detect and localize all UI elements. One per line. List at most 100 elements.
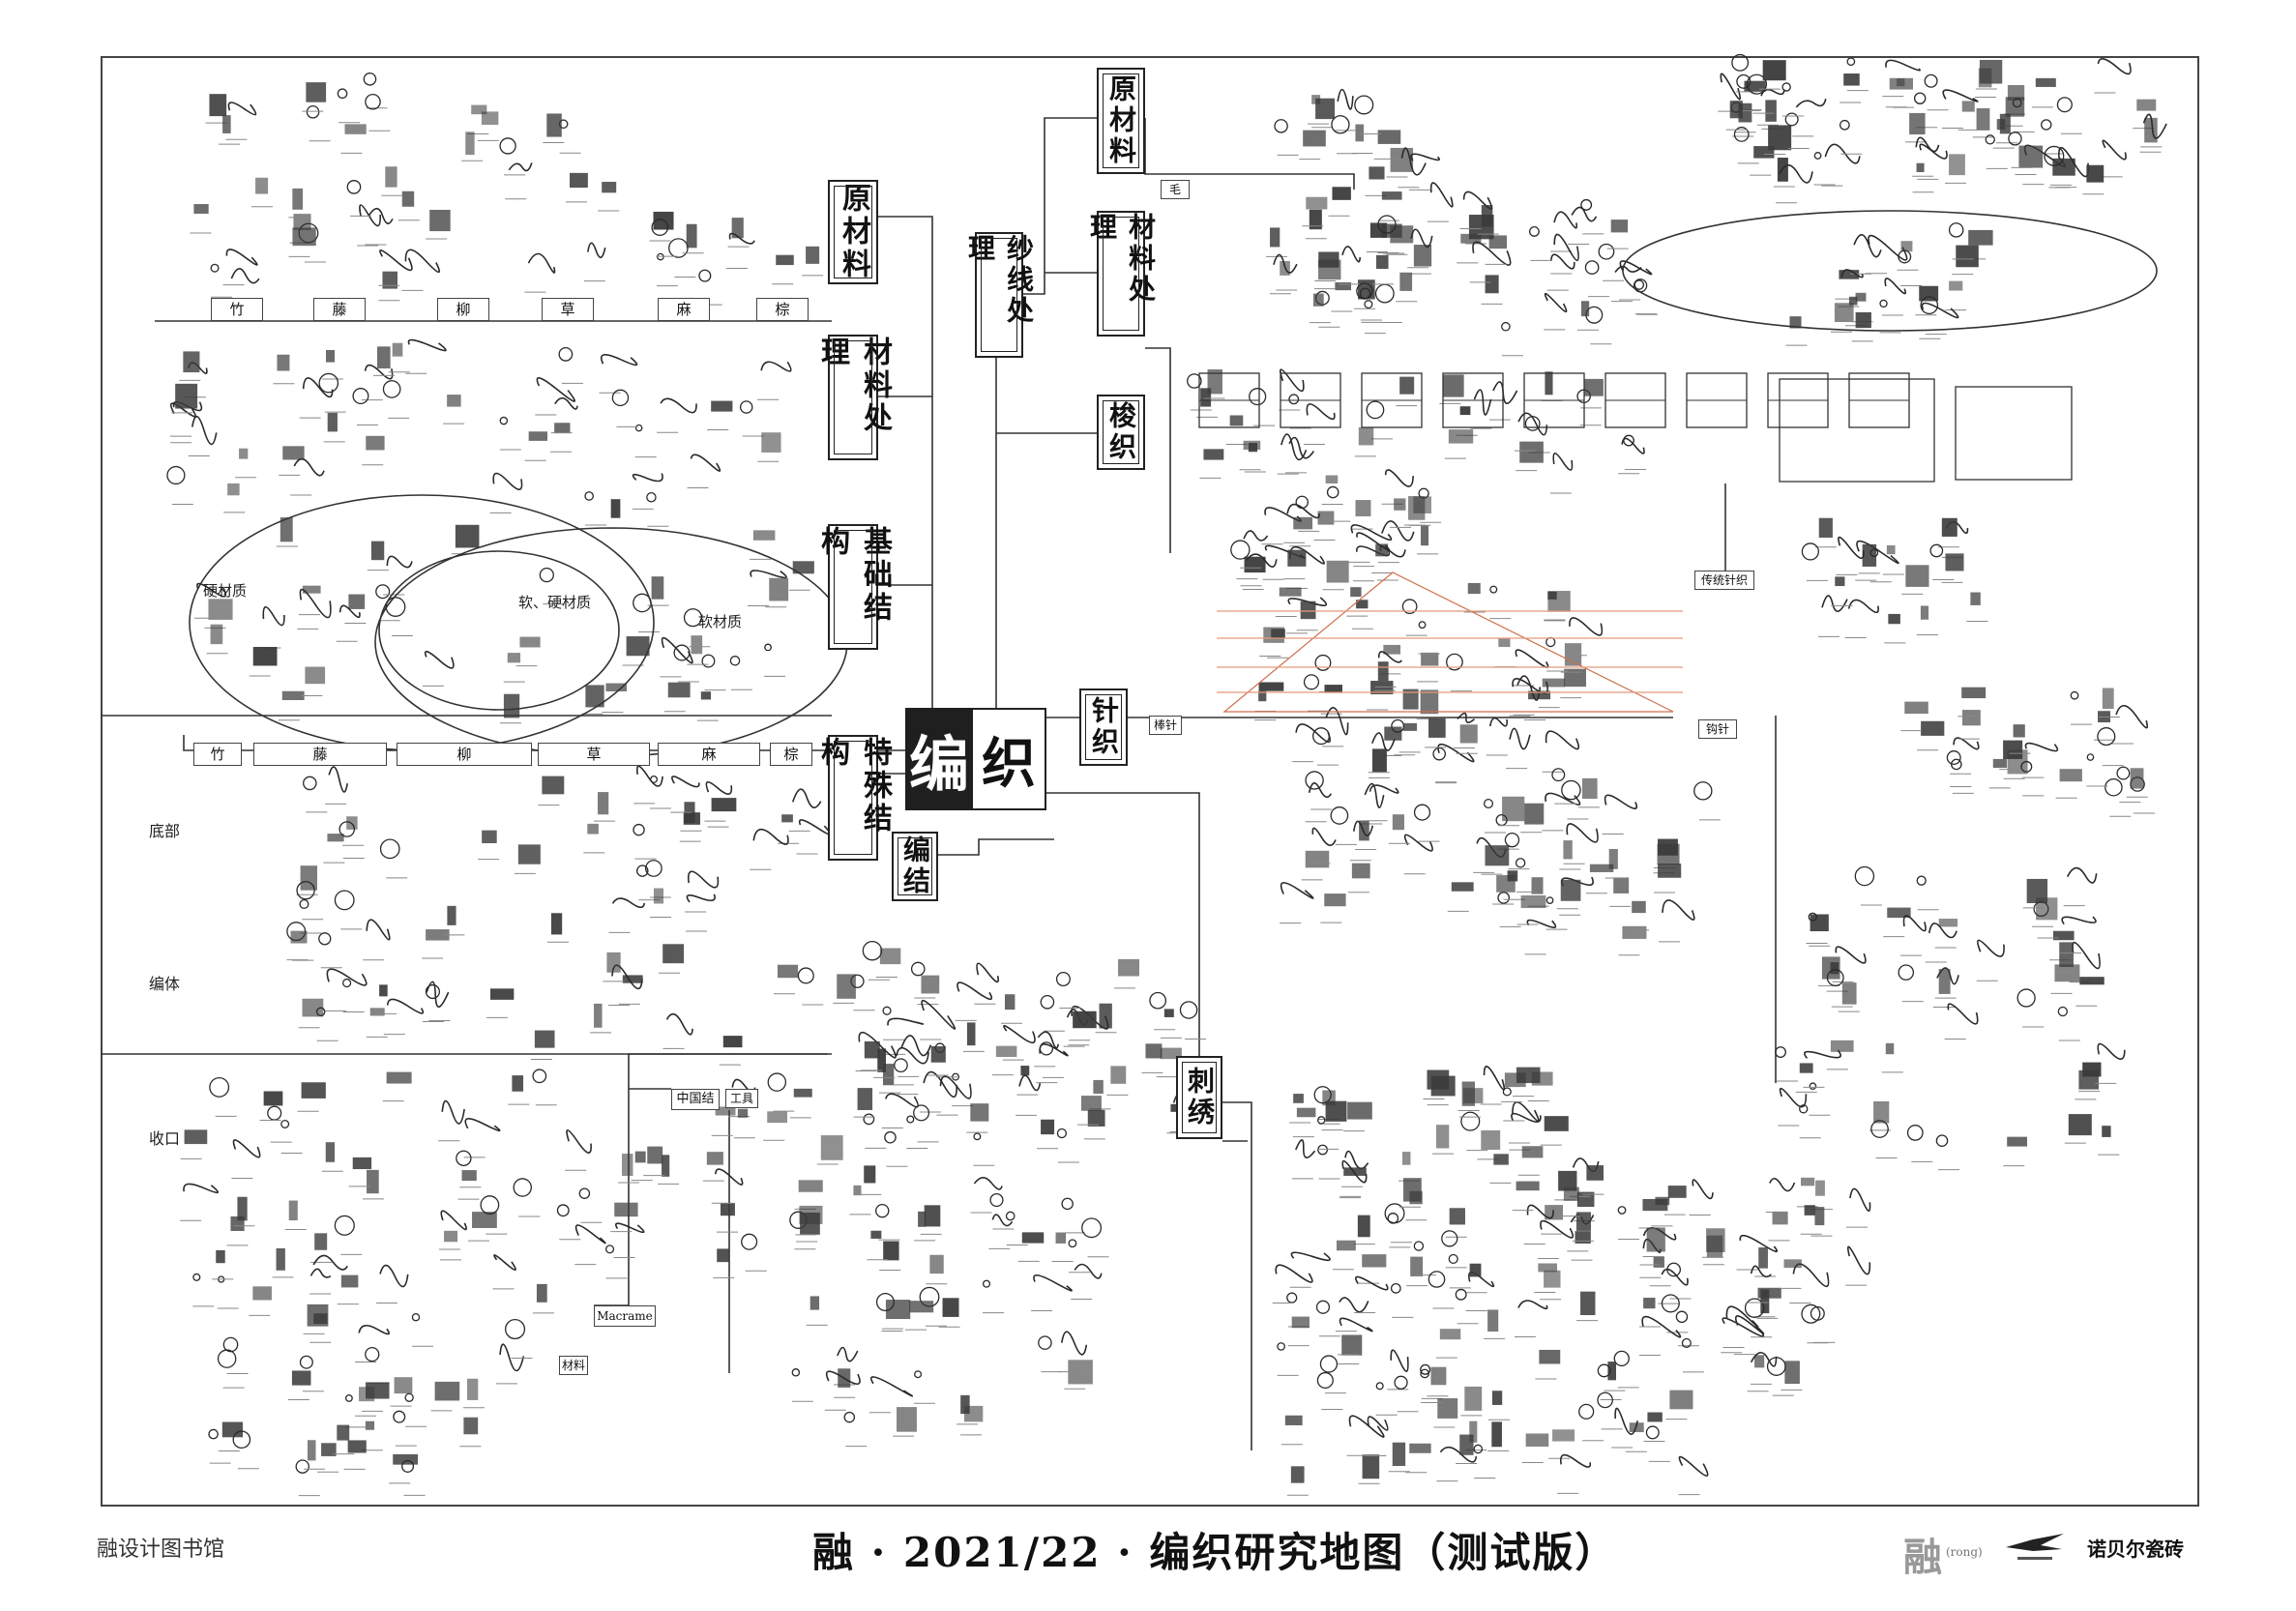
- sketch-thumb-1498: [2026, 878, 2048, 903]
- sketch-thumb-1594: [1481, 1129, 1501, 1150]
- node-embroidery[interactable]: 刺绣: [1176, 1056, 1222, 1139]
- category-palm-top: 棕: [756, 298, 809, 321]
- sketch-thumb-214: [370, 541, 385, 561]
- sketch-stroke-1108: [1884, 278, 1906, 295]
- sketch-loop-972: [2041, 119, 2052, 131]
- sketch-loop-594: [1040, 994, 1055, 1010]
- sketch-thumb-1372: [1905, 565, 1929, 587]
- sketch-thumb-1542: [1799, 1063, 1813, 1073]
- node-label: 材料处理: [1086, 213, 1157, 306]
- sketch-loop-1008: [1746, 73, 1768, 95]
- node-weaving[interactable]: 梭织: [1097, 395, 1145, 470]
- sketch-stroke-126: [492, 472, 523, 490]
- row-label-body: 编体: [149, 975, 181, 993]
- sketch-thumb-868: [1485, 275, 1499, 294]
- sketch-thumb-248: [210, 624, 223, 645]
- sketch-stroke-330: [752, 829, 789, 845]
- node-knitting[interactable]: 针织: [1079, 688, 1128, 766]
- sketch-thumb-890: [1580, 301, 1590, 317]
- sketch-loop-46: [499, 137, 516, 155]
- sketch-thumb-644: [1087, 1109, 1105, 1127]
- sketch-loop-736: [989, 1192, 1004, 1208]
- sketch-stroke-664: [921, 1000, 957, 1030]
- sketch-loop-722: [843, 1411, 856, 1423]
- sketch-thumb-1600: [1544, 1116, 1569, 1131]
- sketch-thumb-332: [622, 975, 643, 983]
- sketch-thumb-102: [554, 423, 571, 434]
- sketch-stroke-688: [1039, 1043, 1069, 1057]
- sketch-thumb-38: [255, 177, 269, 194]
- sketch-thumb-1004: [1949, 154, 1965, 176]
- sketch-thumb-828: [1377, 130, 1401, 144]
- sketch-thumb-1082: [1762, 60, 1786, 81]
- node-knotting[interactable]: 编结: [892, 832, 938, 901]
- sketch-stroke-806: [1429, 182, 1454, 208]
- sketch-loop-1136: [1230, 540, 1251, 560]
- node-left-special-structure[interactable]: 特殊结构: [815, 735, 892, 861]
- sketch-thumb-370: [777, 964, 799, 979]
- sketch-thumb-90: [806, 246, 820, 264]
- sketch-stroke-1286: [1364, 782, 1385, 808]
- sketch-loop-10: [306, 105, 320, 119]
- ellipse-label-hard: 硬材质: [203, 582, 248, 600]
- node-macrame[interactable]: Macrame: [594, 1305, 656, 1327]
- sketch-thumb-1316: [1658, 838, 1678, 856]
- sketch-thumb-1636: [1815, 1180, 1825, 1196]
- node-top-material-processing[interactable]: 材料处理: [1086, 211, 1157, 337]
- sketch-stroke-1236: [1569, 617, 1604, 636]
- sketch-thumb-1768: [1430, 1366, 1447, 1386]
- sketch-thumb-424: [536, 1283, 547, 1303]
- sketch-thumb-116: [761, 432, 781, 453]
- node-left-raw-material[interactable]: 原材料: [828, 180, 878, 284]
- sketch-thumb-1356: [1608, 848, 1618, 869]
- node-left-material-processing[interactable]: 材料处理: [815, 335, 892, 460]
- node-top-raw-material[interactable]: 原材料: [1097, 68, 1145, 174]
- sketch-thumb-1206: [1542, 678, 1566, 688]
- sketch-stroke-488: [499, 1343, 525, 1372]
- sketch-thumb-580: [921, 975, 940, 994]
- sketch-thumb-1198: [1421, 652, 1439, 666]
- sketch-thumb-1152: [1375, 543, 1388, 557]
- sketch-thumb-502: [366, 1382, 390, 1399]
- sketch-loop-224: [764, 643, 772, 652]
- sketch-thumb-404: [314, 1233, 328, 1250]
- sketch-thumb-316: [534, 1030, 555, 1048]
- sketch-thumb-1368: [1658, 864, 1682, 878]
- sketch-stroke-1164: [1243, 530, 1269, 542]
- sketch-stroke-2: [225, 249, 258, 266]
- sketch-thumb-1250: [1459, 724, 1478, 744]
- sketch-stroke-986: [1795, 99, 1827, 108]
- sketch-thumb-1280: [1589, 864, 1614, 872]
- sketch-loop-464: [267, 1105, 282, 1121]
- sketch-thumb-1238: [1498, 637, 1511, 648]
- node-label: 纱线处理: [964, 234, 1035, 327]
- node-left-basic-structure[interactable]: 基础结构: [815, 524, 892, 650]
- sketch-thumb-140: [528, 431, 547, 441]
- node-chinese-knot[interactable]: 中国结: [671, 1089, 720, 1110]
- sketch-thumb-1658: [1575, 1212, 1592, 1231]
- sketch-stroke-150: [191, 415, 218, 446]
- sketch-thumb-950: [1358, 426, 1374, 446]
- sketch-loop-1118: [1295, 495, 1309, 510]
- sketch-thumb-618: [877, 1048, 887, 1072]
- node-yarn-processing[interactable]: 纱线处理: [964, 232, 1035, 358]
- sketch-thumb-1124: [1326, 560, 1349, 583]
- sketch-thumb-1866: [1848, 296, 1858, 306]
- sketch-thumb-1446: [2013, 724, 2025, 738]
- sketch-loop-44: [363, 72, 377, 86]
- sketch-thumb-1656: [1758, 1246, 1768, 1269]
- sketch-loop-1782: [1420, 1363, 1431, 1375]
- sketch-stroke-880: [1472, 241, 1512, 266]
- sketch-thumb-1188: [1258, 682, 1284, 691]
- sketch-loop-486: [513, 1178, 532, 1197]
- sketch-loop-1526: [1799, 1104, 1809, 1114]
- row-label-bottom: 底部: [149, 822, 181, 840]
- sketch-loop-298: [342, 978, 352, 988]
- sketch-loop-1772: [1455, 1288, 1467, 1301]
- map-frame: [101, 56, 2199, 1507]
- sketch-loop-912: [1187, 373, 1202, 389]
- sketch-loop-894: [1501, 321, 1511, 332]
- sketch-loop-1166: [1326, 485, 1339, 499]
- sketch-thumb-678: [930, 1045, 946, 1063]
- sketch-loop-1750: [1315, 1300, 1331, 1314]
